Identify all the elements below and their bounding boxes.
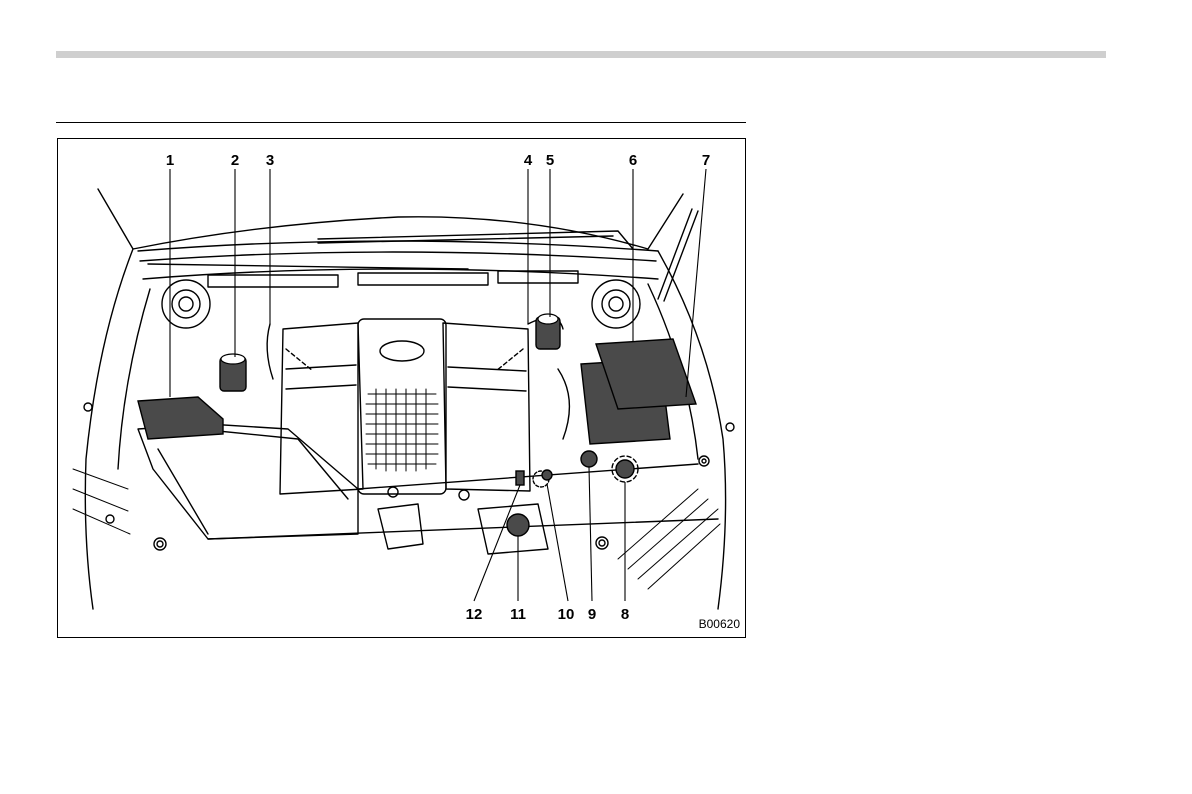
intake-plenum <box>358 319 446 494</box>
engine-oil-dipstick <box>542 470 552 480</box>
section-divider <box>56 122 746 123</box>
callout-6: 6 <box>629 152 637 169</box>
air-intake-duct <box>138 424 358 539</box>
callout-11: 11 <box>510 606 526 623</box>
callout-9: 9 <box>588 606 596 623</box>
callout-3: 3 <box>266 152 274 169</box>
engine-compartment-figure: 1 2 3 4 5 6 7 8 9 10 11 12 B00620 <box>57 138 746 638</box>
header-rule <box>56 51 1106 58</box>
battery-box-cover <box>138 397 223 439</box>
callout-8: 8 <box>621 606 629 623</box>
callout-7: 7 <box>702 152 710 169</box>
power-steering-cap <box>581 451 597 467</box>
hood-edge <box>98 189 683 249</box>
callout-5: 5 <box>546 152 554 169</box>
callout-12: 12 <box>466 606 483 623</box>
radiator-cap <box>616 460 634 478</box>
left-strut-tower <box>172 290 200 318</box>
callout-10: 10 <box>558 606 575 623</box>
callout-2: 2 <box>231 152 239 169</box>
engine-illustration: 1 2 3 4 5 6 7 8 9 10 11 12 B00620 <box>58 139 747 639</box>
callout-1: 1 <box>166 152 174 169</box>
engine-cover <box>280 323 363 494</box>
callout-4: 4 <box>524 152 533 169</box>
hood-prop-rod <box>658 209 692 299</box>
oil-level-gauge <box>516 471 524 485</box>
right-strut-tower <box>602 290 630 318</box>
oil-filler-cap <box>507 514 529 536</box>
figure-code: B00620 <box>699 617 741 631</box>
